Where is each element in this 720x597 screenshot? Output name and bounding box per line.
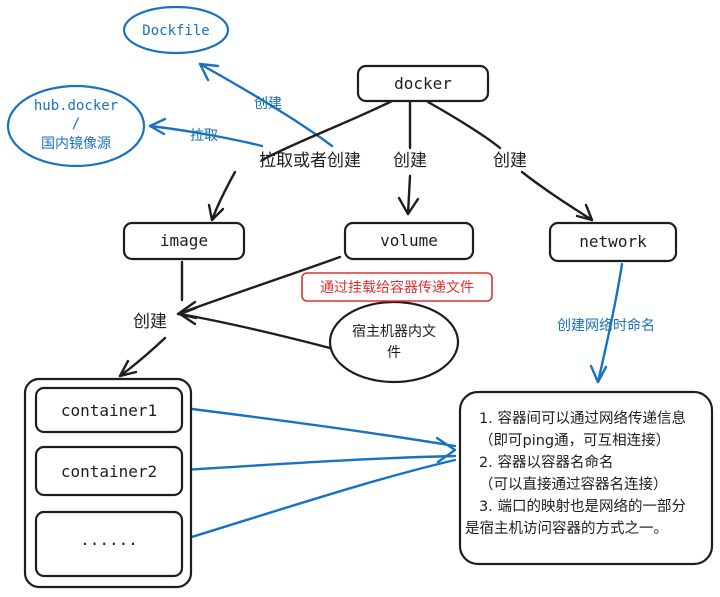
node-image[interactable]: image	[122, 221, 246, 261]
info-note-5: 3. 端口的映射也是网络的一部分	[479, 498, 686, 515]
node-hub-label-2: /	[72, 116, 80, 132]
edge-docker-to-dockerfile	[198, 62, 334, 148]
label-network-note: 创建网络时命名	[557, 317, 655, 334]
node-dockerfile[interactable]: Dockfile	[122, 5, 230, 55]
node-hub-label-1: hub.docker	[34, 98, 118, 114]
volume-note-label: 通过挂载给容器传递文件	[320, 279, 474, 296]
node-container-more[interactable]: ......	[34, 510, 184, 578]
node-dockerfile-label: Dockfile	[142, 23, 209, 39]
edge-docker-to-hub	[148, 117, 264, 148]
label-create-network: 创建	[493, 151, 527, 171]
node-docker-label: docker	[394, 74, 452, 93]
info-note-3: 2. 容器以容器名命名	[479, 453, 613, 471]
label-pull-or-create: 拉取或者创建	[259, 151, 361, 171]
edge-containers-to-info	[180, 406, 457, 542]
edge-docker-to-image	[207, 99, 394, 222]
edge-hostfiles-to-create	[178, 306, 332, 350]
node-container2[interactable]: container2	[34, 445, 184, 497]
node-hub-docker[interactable]: hub.docker / 国内镜像源	[6, 84, 146, 168]
node-docker[interactable]: docker	[356, 64, 490, 103]
label-create-dockerfile: 创建	[254, 96, 282, 112]
node-image-label: image	[160, 231, 208, 250]
info-note-1: 1. 容器间可以通过网络传递信息	[479, 410, 686, 427]
info-note-2: （即可ping通，可互相连接）	[479, 432, 670, 449]
info-note-4: （可以直接通过容器名连接）	[479, 476, 668, 493]
node-volume-label: volume	[380, 231, 438, 250]
node-container-more-label: ......	[80, 530, 138, 549]
node-hub-label-3: 国内镜像源	[41, 136, 111, 152]
node-container1-label: container1	[61, 401, 157, 420]
node-host-files-label-1: 宿主机器内文	[352, 323, 436, 340]
info-box: 1. 容器间可以通过网络传递信息 （即可ping通，可互相连接） 2. 容器以容…	[458, 390, 714, 566]
edge-docker-to-network	[426, 100, 594, 222]
label-create-container: 创建	[133, 312, 167, 332]
node-container2-label: container2	[61, 462, 157, 481]
node-network[interactable]: network	[548, 221, 678, 263]
edge-network-to-info	[589, 262, 624, 384]
label-create-volume: 创建	[393, 151, 427, 171]
edge-docker-to-volume	[397, 100, 420, 216]
node-network-label: network	[579, 232, 647, 251]
node-host-files-label-2: 件	[387, 345, 401, 361]
info-note-6: 是宿主机访问容器的方式之一。	[465, 520, 668, 537]
volume-note: 通过挂载给容器传递文件	[301, 272, 493, 302]
label-pull: 拉取	[190, 128, 218, 144]
node-host-files[interactable]: 宿主机器内文 件	[328, 300, 460, 384]
node-container1[interactable]: container1	[34, 386, 184, 434]
edge-image-to-containers	[118, 260, 184, 378]
node-volume[interactable]: volume	[343, 221, 475, 261]
